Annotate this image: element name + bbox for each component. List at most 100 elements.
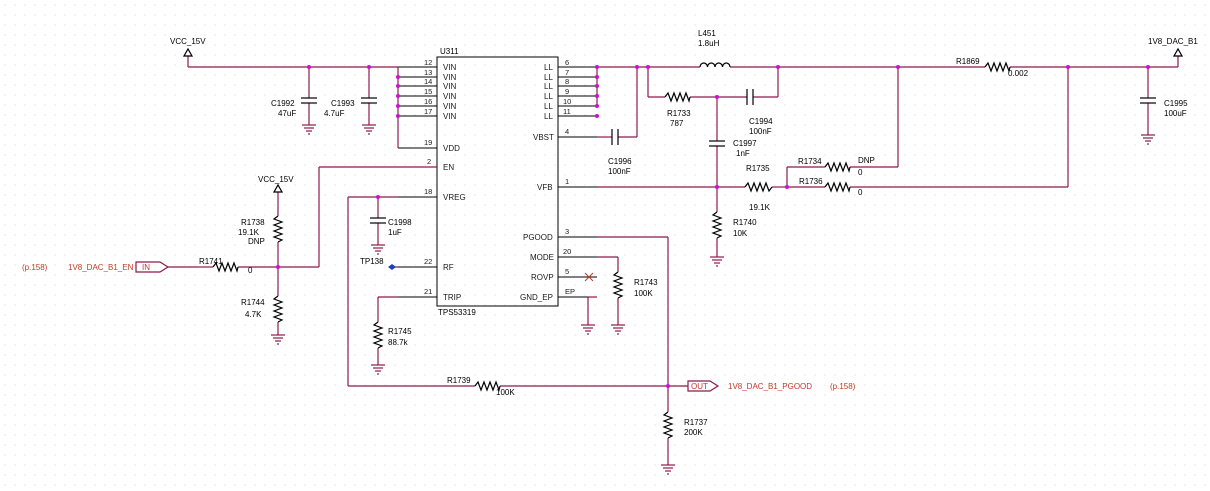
ref-label: L451 <box>698 29 716 38</box>
resistor-r1745[interactable]: R1745 88.7k <box>372 321 412 349</box>
pin-name: MODE <box>530 253 554 262</box>
dnp-label: DNP <box>248 237 265 246</box>
resistor-r1739[interactable]: R1739 100K <box>447 376 515 397</box>
pin-number: 8 <box>565 77 569 86</box>
ground-icon <box>581 324 595 335</box>
resistor-r1744[interactable]: R1744 4.7K <box>241 295 284 323</box>
value-label: 0 <box>858 188 863 197</box>
pin-name: ROVP <box>531 273 554 282</box>
ic-right-pins: 6 LL 7 LL 8 LL 9 LL 10 LL 11 LL 4 VBST 1… <box>520 58 575 302</box>
ic-ref: U311 <box>440 47 459 56</box>
pin-name: VIN <box>443 92 457 101</box>
net-label-vcc: VCC_15V <box>170 37 206 46</box>
pin-name: VIN <box>443 82 457 91</box>
en-input-connector[interactable]: (p.158) 1V8_DAC_B1_EN IN <box>22 261 170 273</box>
rovp-no-connect-icon <box>584 272 594 282</box>
ref-label: R1739 <box>447 376 471 385</box>
net-label-vcc: VCC_15V <box>258 175 294 184</box>
value-label: 200K <box>684 428 703 437</box>
pin-number: 1 <box>565 177 569 186</box>
pin-name: VIN <box>443 102 457 111</box>
pin-name: TRIP <box>443 293 461 302</box>
ref-label: R1734 <box>798 157 822 166</box>
pin-number: 2 <box>427 157 431 166</box>
junction-dots <box>276 65 1150 388</box>
net-label-en: 1V8_DAC_B1_EN <box>68 263 134 272</box>
resistor-r1737[interactable]: R1737 200K <box>662 411 708 439</box>
ref-label: C1992 <box>271 99 295 108</box>
ref-label: R1869 <box>956 57 980 66</box>
resistor-r1734[interactable]: R1734 DNP 0 <box>798 156 875 177</box>
ic-part: TPS53319 <box>438 308 476 317</box>
pin-number: EP <box>565 287 575 296</box>
ref-label: R1741 <box>199 257 223 266</box>
ic-u311[interactable]: U311 TPS53319 <box>436 47 559 317</box>
ref-label: R1733 <box>667 109 691 118</box>
resistor-r1736[interactable]: R1736 0 <box>799 177 863 197</box>
value-label: 0.002 <box>1008 69 1029 78</box>
value-label: 100uF <box>1164 109 1187 118</box>
value-label: 787 <box>670 119 684 128</box>
capacitor-c1992[interactable]: C1992 47uF <box>271 97 317 118</box>
pin-number: 3 <box>565 227 569 236</box>
resistor-r1741[interactable]: R1741 0 <box>198 257 253 275</box>
capacitor-c1993[interactable]: C1993 4.7uF <box>324 97 377 118</box>
capacitor-c1994[interactable]: C1994 100nF <box>746 89 773 136</box>
resistor-r1735[interactable]: R1735 19.1K <box>744 164 773 212</box>
capacitor-c1995[interactable]: C1995 100uF <box>1140 97 1188 118</box>
ground-icon <box>1141 134 1155 145</box>
value-label: 10K <box>733 229 748 238</box>
pin-name: LL <box>544 63 553 72</box>
rail-1v8-port[interactable]: 1V8_DAC_B1 <box>1148 37 1198 57</box>
pin-number: 13 <box>424 68 432 77</box>
value-label: 1uF <box>388 228 402 237</box>
ground-icon <box>661 464 675 475</box>
ic-left-pins: 12 VIN 13 VIN 14 VIN 15 VIN 16 VIN 17 VI… <box>424 58 466 302</box>
pin-name: VFB <box>537 183 553 192</box>
pin-name: LL <box>544 92 553 101</box>
resistor-r1740[interactable]: R1740 10K <box>711 211 757 239</box>
ground-icon <box>362 124 376 135</box>
resistor-r1733[interactable]: R1733 787 <box>664 91 691 128</box>
capacitor-c1996[interactable]: C1996 100nF <box>608 129 632 176</box>
resistor-r1738[interactable]: R1738 19.1K DNP <box>238 215 284 246</box>
value-label: 19.1K <box>749 203 771 212</box>
ref-label: C1993 <box>331 99 355 108</box>
value-label: 100K <box>496 388 515 397</box>
ref-label: R1740 <box>733 218 757 227</box>
inductor-l451[interactable]: L451 1.8uH <box>698 29 731 68</box>
ref-label: R1738 <box>241 218 265 227</box>
ref-label: C1995 <box>1164 99 1188 108</box>
pin-name: VBST <box>533 133 554 142</box>
pgood-output-connector[interactable]: OUT 1V8_DAC_B1_PGOOD (p.158) <box>687 380 856 392</box>
pin-name: VIN <box>443 112 457 121</box>
ground-icon <box>271 334 285 345</box>
page-ref: (p.158) <box>22 263 48 272</box>
pin-name: EN <box>443 163 454 172</box>
in-flag-label: IN <box>142 263 150 272</box>
value-label: 47uF <box>278 109 296 118</box>
pin-number: 22 <box>424 257 432 266</box>
vcc-15v-en-port[interactable]: VCC_15V <box>258 175 294 193</box>
pin-name: LL <box>544 82 553 91</box>
pin-number: 4 <box>565 127 569 136</box>
pin-number: 15 <box>424 87 432 96</box>
ic-right-pin-leads <box>558 66 597 298</box>
ground-icon <box>611 324 625 335</box>
test-point-tp138[interactable]: TP138 <box>360 257 396 270</box>
pin-number: 21 <box>424 287 432 296</box>
pin-number: 7 <box>565 68 569 77</box>
ref-label: R1737 <box>684 418 708 427</box>
vcc-15v-top-port[interactable]: VCC_15V <box>170 37 206 57</box>
ref-label: C1997 <box>733 139 757 148</box>
ground-icon <box>371 244 385 255</box>
pin-number: 14 <box>424 77 432 86</box>
resistor-r1743[interactable]: R1743 100K <box>612 271 658 299</box>
value-label: 1.8uH <box>698 39 720 48</box>
value-label: 100K <box>634 289 653 298</box>
capacitor-c1997[interactable]: C1997 1nF <box>709 139 757 158</box>
capacitor-c1998[interactable]: C1998 1uF <box>370 217 412 237</box>
resistor-r1869[interactable]: R1869 0.002 <box>956 57 1029 78</box>
